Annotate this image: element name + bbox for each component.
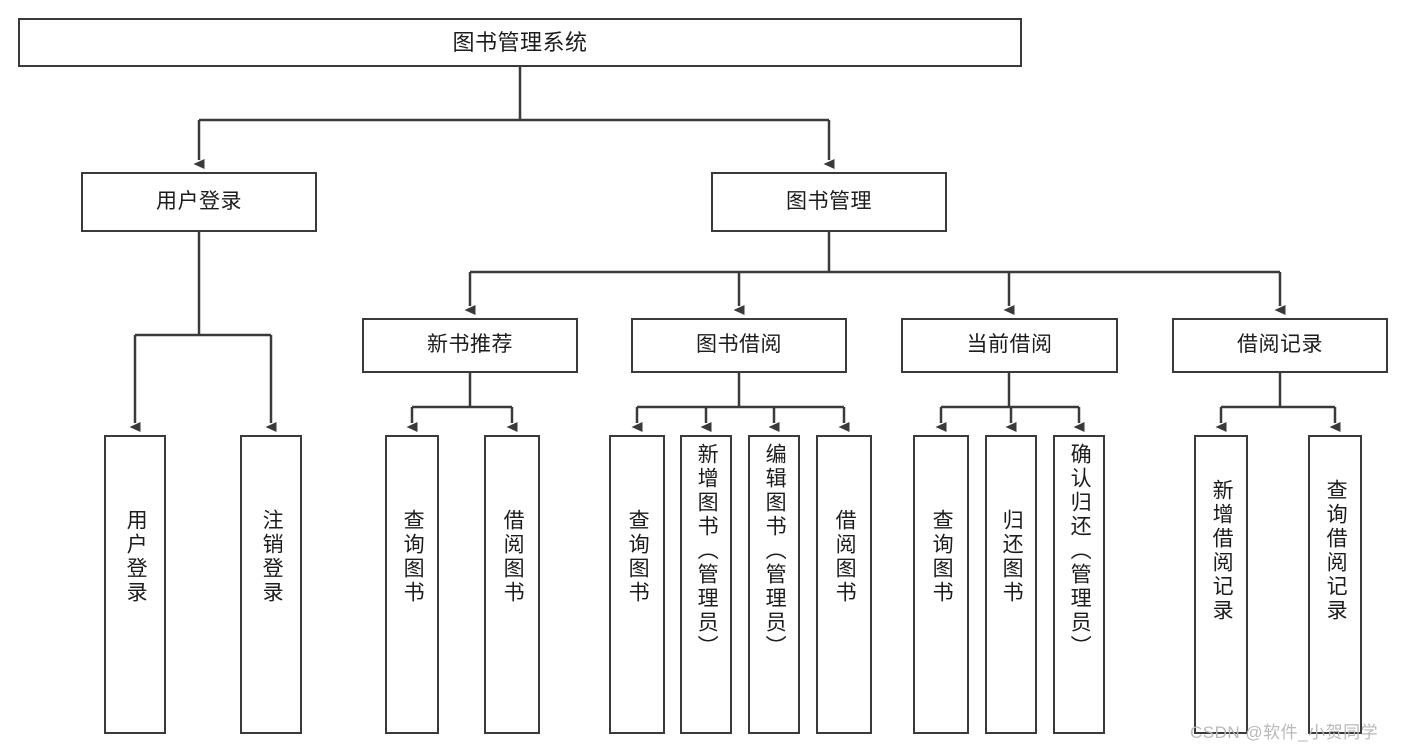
node-root[interactable]: 图书管理系统 — [18, 18, 1022, 67]
node-label: 查询图书 — [626, 509, 650, 605]
csdn-watermark: CSDN @软件_小贺同学 — [1190, 723, 1379, 742]
node-label: 注销登录 — [260, 509, 284, 605]
leaf-borrow-book[interactable]: 借阅图书 — [816, 435, 872, 734]
node-label: 查询图书 — [930, 509, 954, 605]
node-label: 查询图书 — [401, 509, 425, 605]
node-label: 用户登录 — [124, 509, 148, 605]
node-label: 归还图书 — [1000, 509, 1024, 605]
leaf-edit-book-admin[interactable]: 编辑图书（管理员） — [748, 435, 800, 734]
node-label: 借阅记录 — [1237, 333, 1323, 357]
leaf-query-book-current[interactable]: 查询图书 — [913, 435, 969, 734]
node-label: 新增借阅记录 — [1210, 479, 1234, 623]
leaf-user-logout[interactable]: 注销登录 — [240, 435, 302, 734]
node-label: 新书推荐 — [427, 333, 513, 357]
node-book-borrow[interactable]: 图书借阅 — [631, 318, 847, 373]
leaf-query-book-borrow[interactable]: 查询图书 — [609, 435, 665, 734]
node-label: 用户登录 — [156, 189, 242, 213]
leaf-confirm-return-admin[interactable]: 确认归还（管理员） — [1053, 435, 1105, 734]
leaf-query-book-recommend[interactable]: 查询图书 — [385, 435, 439, 734]
node-current-borrow[interactable]: 当前借阅 — [901, 318, 1118, 373]
node-label: 图书管理系统 — [452, 29, 588, 55]
node-label: 图书管理 — [786, 189, 872, 213]
leaf-return-book[interactable]: 归还图书 — [985, 435, 1037, 734]
node-label: 图书借阅 — [696, 333, 782, 357]
node-label: 编辑图书（管理员） — [763, 443, 787, 659]
leaf-add-borrow-record[interactable]: 新增借阅记录 — [1194, 435, 1248, 734]
node-user-login[interactable]: 用户登录 — [81, 172, 317, 232]
node-label: 确认归还（管理员） — [1068, 443, 1092, 659]
node-label: 借阅图书 — [833, 509, 857, 605]
node-label: 当前借阅 — [966, 333, 1053, 357]
node-label: 借阅图书 — [501, 509, 525, 605]
leaf-borrow-book-recommend[interactable]: 借阅图书 — [484, 435, 540, 734]
leaf-user-login[interactable]: 用户登录 — [104, 435, 166, 734]
node-book-management[interactable]: 图书管理 — [711, 172, 947, 232]
leaf-add-book-admin[interactable]: 新增图书（管理员） — [680, 435, 732, 734]
node-label: 新增图书（管理员） — [695, 443, 719, 659]
leaf-query-borrow-record[interactable]: 查询借阅记录 — [1308, 435, 1362, 734]
node-borrow-record[interactable]: 借阅记录 — [1172, 318, 1388, 373]
node-label: 查询借阅记录 — [1324, 479, 1348, 623]
node-new-book-recommend[interactable]: 新书推荐 — [362, 318, 578, 373]
